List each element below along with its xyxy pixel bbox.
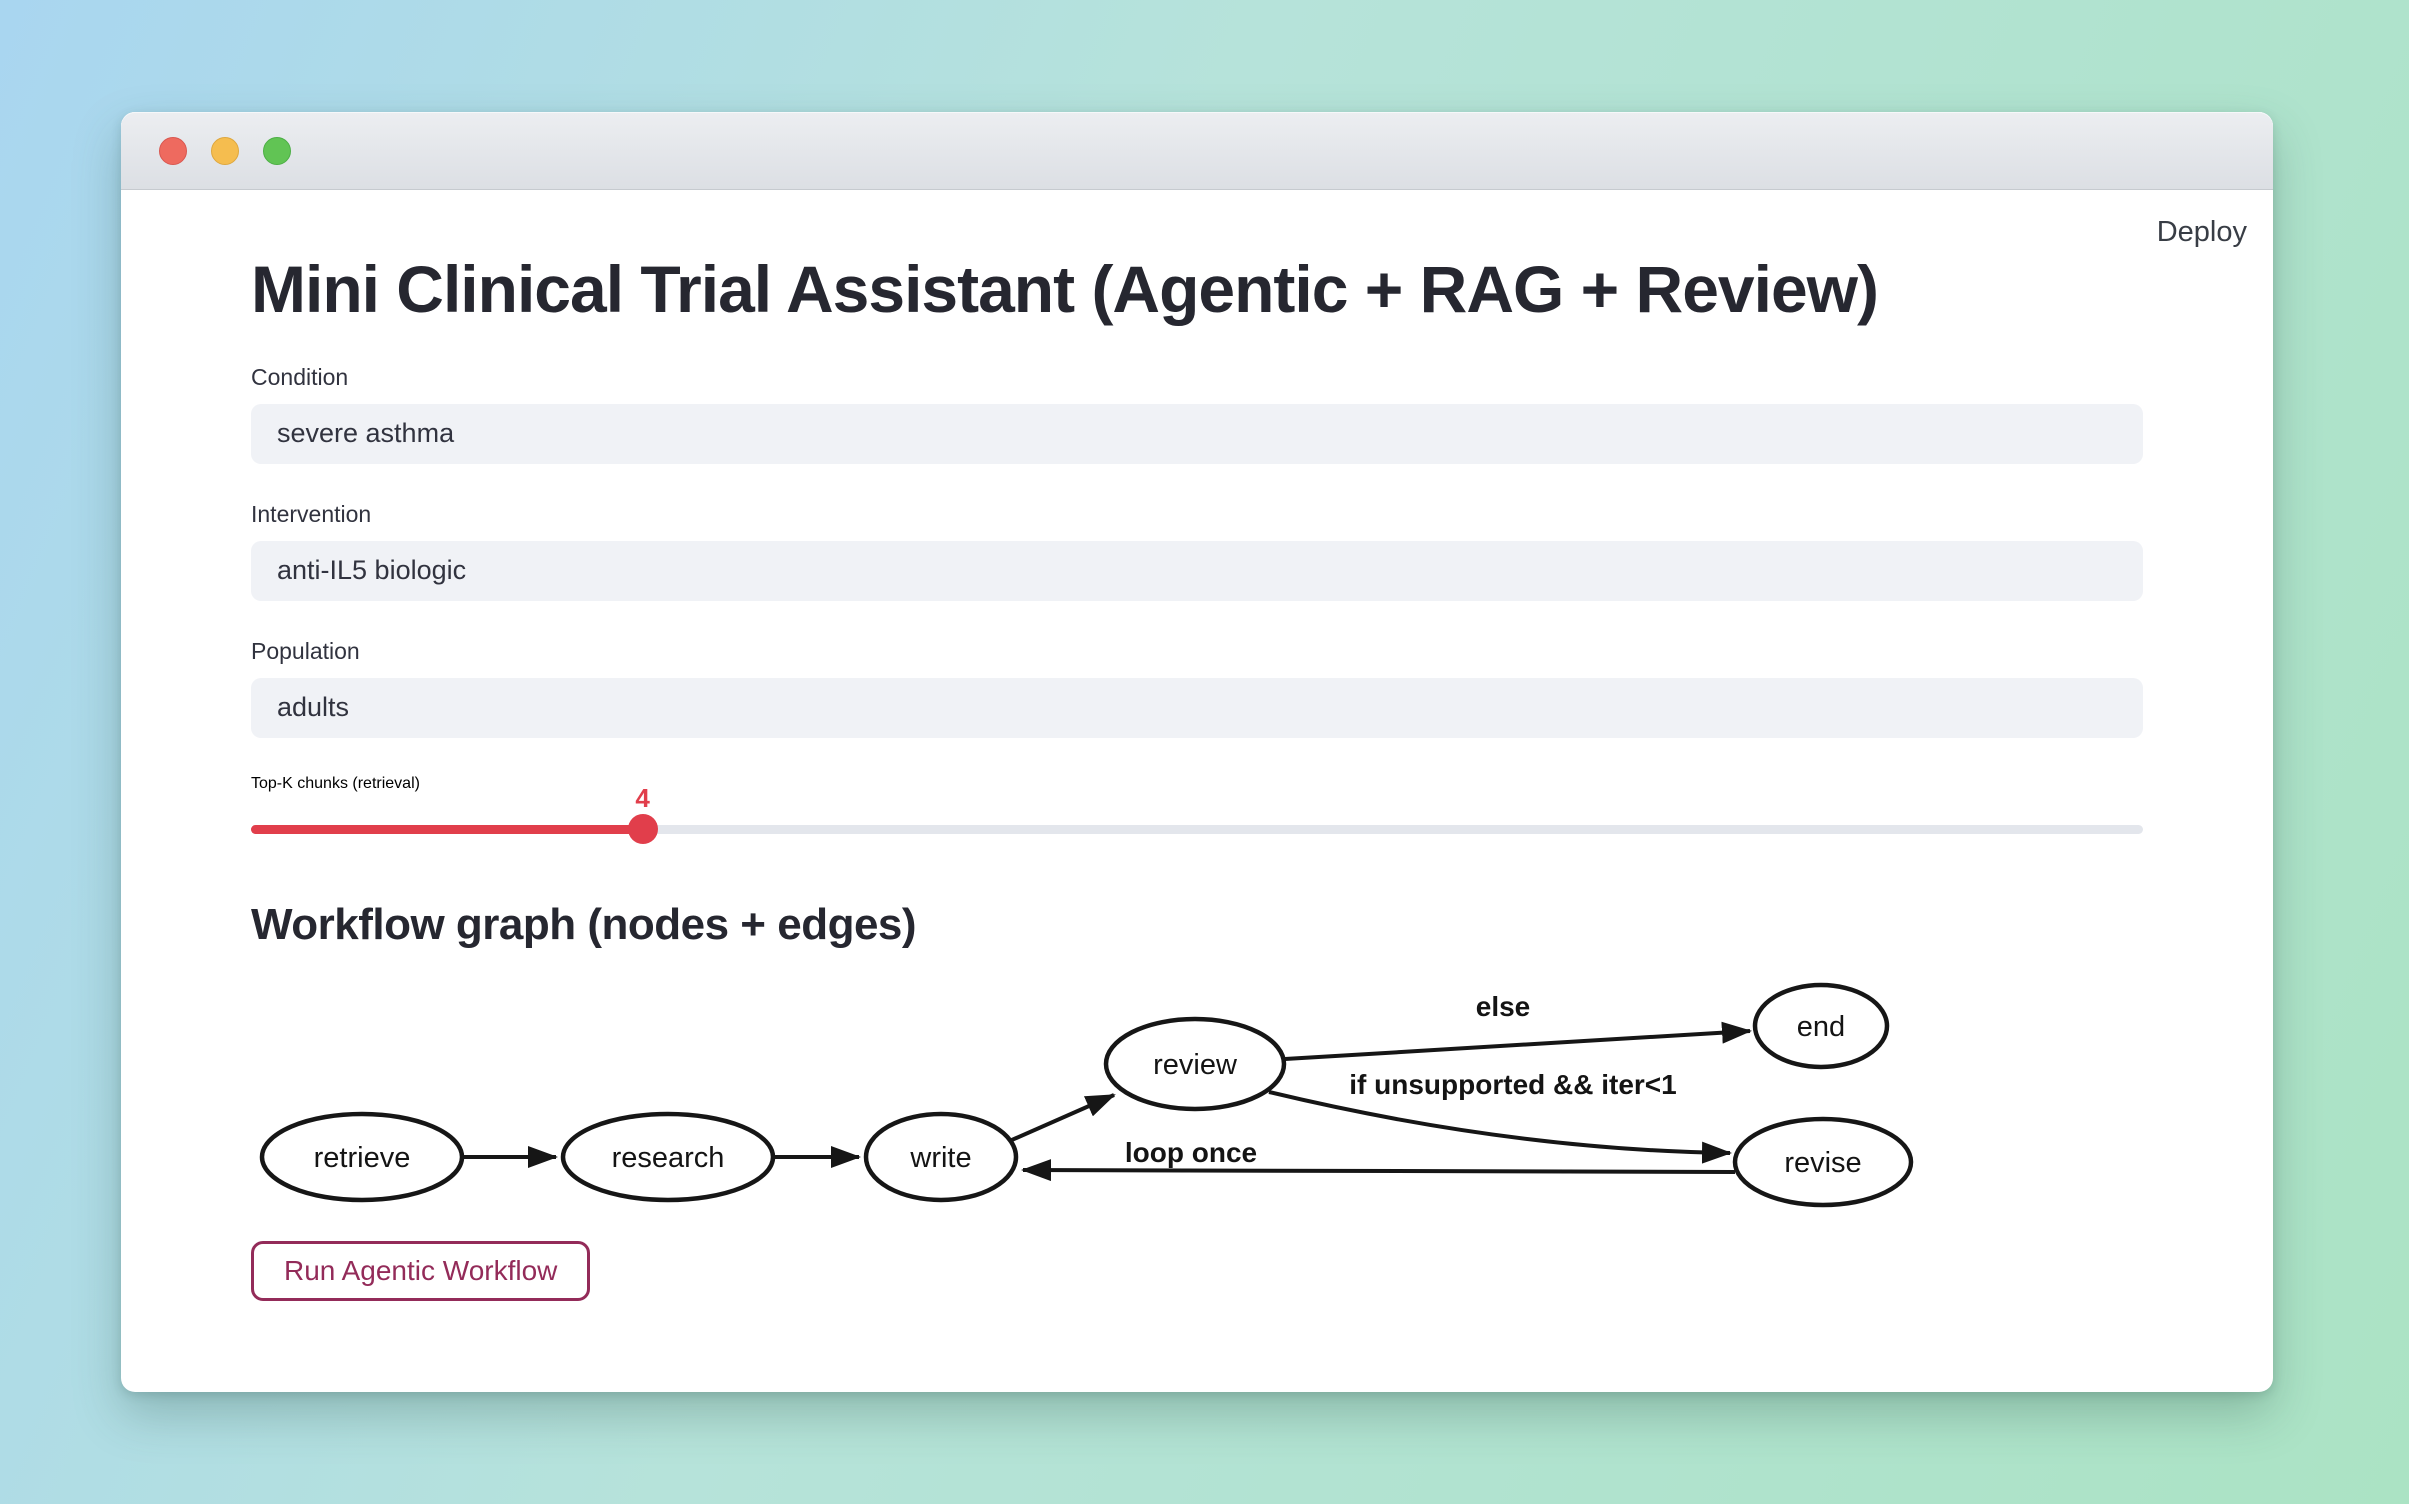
graph-edge-revise-write (1021, 1158, 1736, 1181)
graph-edge-label-review-end: else (1476, 991, 1531, 1022)
graph-node-label-write: write (909, 1142, 971, 1174)
topk-slider-value: 4 (635, 782, 650, 813)
run-agentic-workflow-button[interactable]: Run Agentic Workflow (251, 1240, 591, 1301)
condition-field-group: Condition (251, 364, 2143, 464)
intervention-field-group: Intervention (251, 501, 2143, 601)
condition-label: Condition (251, 363, 349, 390)
app-window: Deploy Mini Clinical Trial Assistant (Ag… (121, 112, 2273, 1392)
page-title: Mini Clinical Trial Assistant (Agentic +… (251, 252, 1879, 326)
graph-node-label-end: end (1797, 1011, 1845, 1043)
deploy-button[interactable]: Deploy (2156, 216, 2247, 248)
intervention-input[interactable] (251, 540, 2143, 601)
population-label: Population (251, 637, 360, 664)
minimize-window-icon[interactable] (211, 136, 239, 165)
graph-node-review (1103, 1016, 1287, 1112)
topk-slider[interactable]: 4 (251, 783, 2143, 845)
intervention-label: Intervention (251, 500, 372, 527)
topk-slider-label: Top-K chunks (retrieval) (251, 774, 420, 792)
graph-node-label-retrieve: retrieve (314, 1142, 411, 1174)
workflow-graph-heading: Workflow graph (nodes + edges) (251, 899, 917, 949)
zoom-window-icon[interactable] (263, 136, 291, 165)
population-field-group: Population (251, 638, 2143, 738)
close-window-icon[interactable] (159, 136, 187, 165)
graph-edge-write-review (1004, 1093, 1116, 1145)
topk-slider-group: Top-K chunks (retrieval) 4 (251, 774, 2143, 845)
graph-edge-label-review-revise: if unsupported && iter<1 (1349, 1069, 1676, 1100)
graph-node-end (1752, 982, 1890, 1070)
population-input[interactable] (251, 677, 2143, 738)
topk-slider-fill (251, 824, 643, 834)
graph-node-retrieve (259, 1111, 465, 1203)
condition-input[interactable] (251, 403, 2143, 464)
workflow-graph: else if unsupported && iter<1 loop once re… (259, 982, 1914, 1208)
graph-node-label-research: research (612, 1142, 725, 1174)
main-content: Mini Clinical Trial Assistant (Agentic +… (121, 252, 2273, 1301)
graph-node-research (560, 1111, 776, 1203)
graph-edge-label-revise-write: loop once (1125, 1137, 1257, 1168)
window-titlebar (121, 112, 2273, 190)
graph-node-label-revise: revise (1784, 1147, 1861, 1179)
graph-node-write (863, 1111, 1019, 1203)
graph-edge-review-revise (1268, 1089, 1732, 1164)
graph-node-revise (1732, 1116, 1914, 1208)
graph-node-label-review: review (1153, 1049, 1238, 1081)
topk-slider-thumb[interactable] (627, 814, 658, 845)
graph-edge-review-end (1284, 1021, 1752, 1061)
